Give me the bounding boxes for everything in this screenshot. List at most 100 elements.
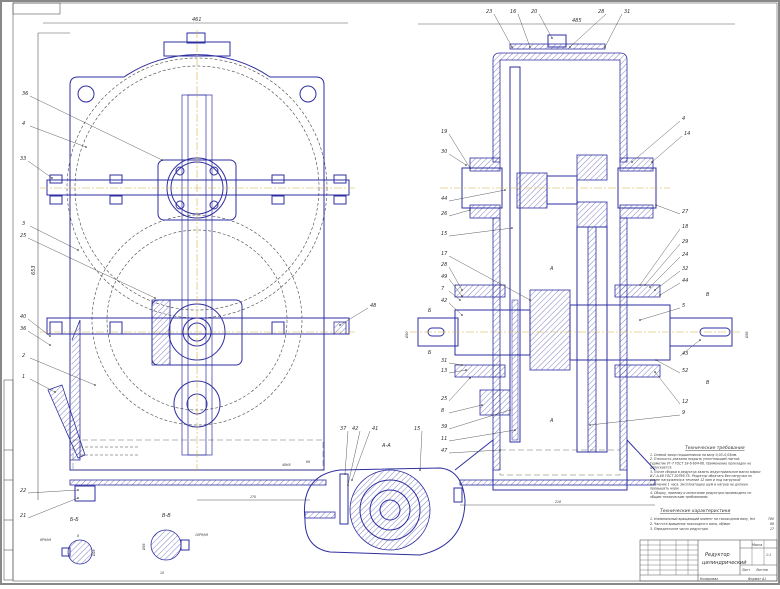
aa-label: 41 xyxy=(372,426,378,432)
section-bb-key: 8Р9/h9 xyxy=(40,538,51,542)
tech-req-line: 2. Плоскость разъема покрыть уплотняющей… xyxy=(650,457,740,461)
right-label: 17 xyxy=(441,251,448,257)
leader-dot xyxy=(347,484,349,486)
leader-dot xyxy=(529,46,531,48)
leader-dot xyxy=(654,289,656,291)
leader-dot xyxy=(529,299,531,301)
leader-line xyxy=(448,409,511,430)
leader-dot xyxy=(499,449,501,451)
right-label: 28 xyxy=(441,262,447,268)
tech-spec-value: 780 xyxy=(768,517,774,521)
technical-requirements: Технические требования 1. Осевой зазор п… xyxy=(649,445,774,531)
right-label: 29 xyxy=(682,239,688,245)
leader-line xyxy=(351,430,371,481)
dim-right-width: 485 xyxy=(572,18,582,24)
dim-left-width: 461 xyxy=(192,17,202,23)
leader-line xyxy=(448,153,467,166)
dim-shaft-right: Ø36 xyxy=(744,331,749,339)
leader-dot xyxy=(85,146,87,148)
tech-spec-label: 2. Частота вращения тихоходного вала, об… xyxy=(650,522,730,526)
left-label: 3 xyxy=(22,221,25,227)
dim-oil-depth: К6 xyxy=(306,460,310,464)
section-bb: Б-Б 8 Ø28 8Р9/h9 xyxy=(40,517,96,565)
leader-line xyxy=(654,270,681,291)
tech-req-line: допускается. xyxy=(649,466,672,470)
right-label: 32 xyxy=(682,266,688,272)
section-vv: В-В 10 Ø36 10Р9/h9 xyxy=(141,513,208,575)
leader-dot xyxy=(651,161,653,163)
leader-line xyxy=(448,227,513,237)
right-label: 30 xyxy=(441,149,447,155)
leader-dot xyxy=(459,299,461,301)
dim-shaft-left: Ø30 xyxy=(404,331,409,339)
leader-line xyxy=(29,225,79,251)
leader-line xyxy=(448,189,506,202)
leader-dot xyxy=(77,489,79,491)
tech-spec-label: 3. Передаточное число редуктора xyxy=(650,527,708,531)
leader-line xyxy=(654,371,681,405)
right-label: 13 xyxy=(441,368,447,374)
section-vv-width: 10 xyxy=(160,571,164,575)
right-label: 18 xyxy=(682,224,688,230)
tech-spec-value: 17 xyxy=(770,527,774,531)
right-label: 8 xyxy=(441,408,444,414)
leader-line xyxy=(27,318,51,337)
leader-dot xyxy=(344,473,346,475)
leader-dot xyxy=(604,46,606,48)
leader-dot xyxy=(569,46,571,48)
leader-dot xyxy=(504,189,506,191)
left-label: 48 xyxy=(370,303,376,309)
leader-dot xyxy=(644,284,646,286)
leader-dot xyxy=(514,429,516,431)
tech-spec-value: 88 xyxy=(770,522,774,526)
leader-line xyxy=(448,255,531,301)
leader-dot xyxy=(77,249,79,251)
leader-line xyxy=(651,135,683,163)
title-format: Формат А1 xyxy=(748,577,766,581)
leader-line xyxy=(448,133,471,169)
left-label: 36 xyxy=(20,326,26,332)
leader-line xyxy=(419,430,423,471)
left-label: 21 xyxy=(20,513,26,519)
leader-line xyxy=(27,497,79,519)
right-label: 9 xyxy=(682,410,685,416)
leader-dot xyxy=(419,469,421,471)
leader-line xyxy=(448,369,467,374)
section-bb-width: 8 xyxy=(77,534,79,538)
leader-dot xyxy=(699,339,701,341)
title-sheets: Листов xyxy=(755,568,768,572)
right-label: 5 xyxy=(682,303,685,309)
tech-req-line: Герметик УГ-7 ГОСТ 18-6-604-66. Применен… xyxy=(650,461,751,465)
section-mark-v-bottom: В xyxy=(706,380,710,386)
section-mark-v-top: В xyxy=(706,292,710,298)
title-scale: 1:1 xyxy=(766,553,771,557)
leader-dot xyxy=(161,159,163,161)
right-label: 52 xyxy=(682,368,688,374)
leader-line xyxy=(27,237,156,299)
title-mass: Масса xyxy=(752,543,762,547)
leader-dot xyxy=(49,335,51,337)
right-label: 25 xyxy=(441,396,447,402)
leader-line xyxy=(448,362,463,366)
title-sheet: Лист xyxy=(741,568,750,572)
leader-dot xyxy=(655,359,657,361)
right-label: 49 xyxy=(441,274,447,280)
leader-dot xyxy=(461,289,463,291)
right-label: 16 xyxy=(510,9,516,15)
leader-dot xyxy=(77,497,79,499)
tech-req-line: схеме нагружения в течение 12 мин и под … xyxy=(650,478,740,482)
leader-dot xyxy=(655,204,657,206)
leader-dot xyxy=(631,161,633,163)
leader-line xyxy=(448,209,471,217)
right-label: 23 xyxy=(486,9,492,15)
leader-line xyxy=(448,266,463,291)
leader-line xyxy=(655,359,681,374)
leader-dot xyxy=(54,391,56,393)
leader-line xyxy=(639,307,681,321)
leader-dot xyxy=(511,227,513,229)
leader-dot xyxy=(469,377,471,379)
leader-dot xyxy=(465,164,467,166)
tech-req-line: общим техническим требованиям. xyxy=(650,495,708,499)
